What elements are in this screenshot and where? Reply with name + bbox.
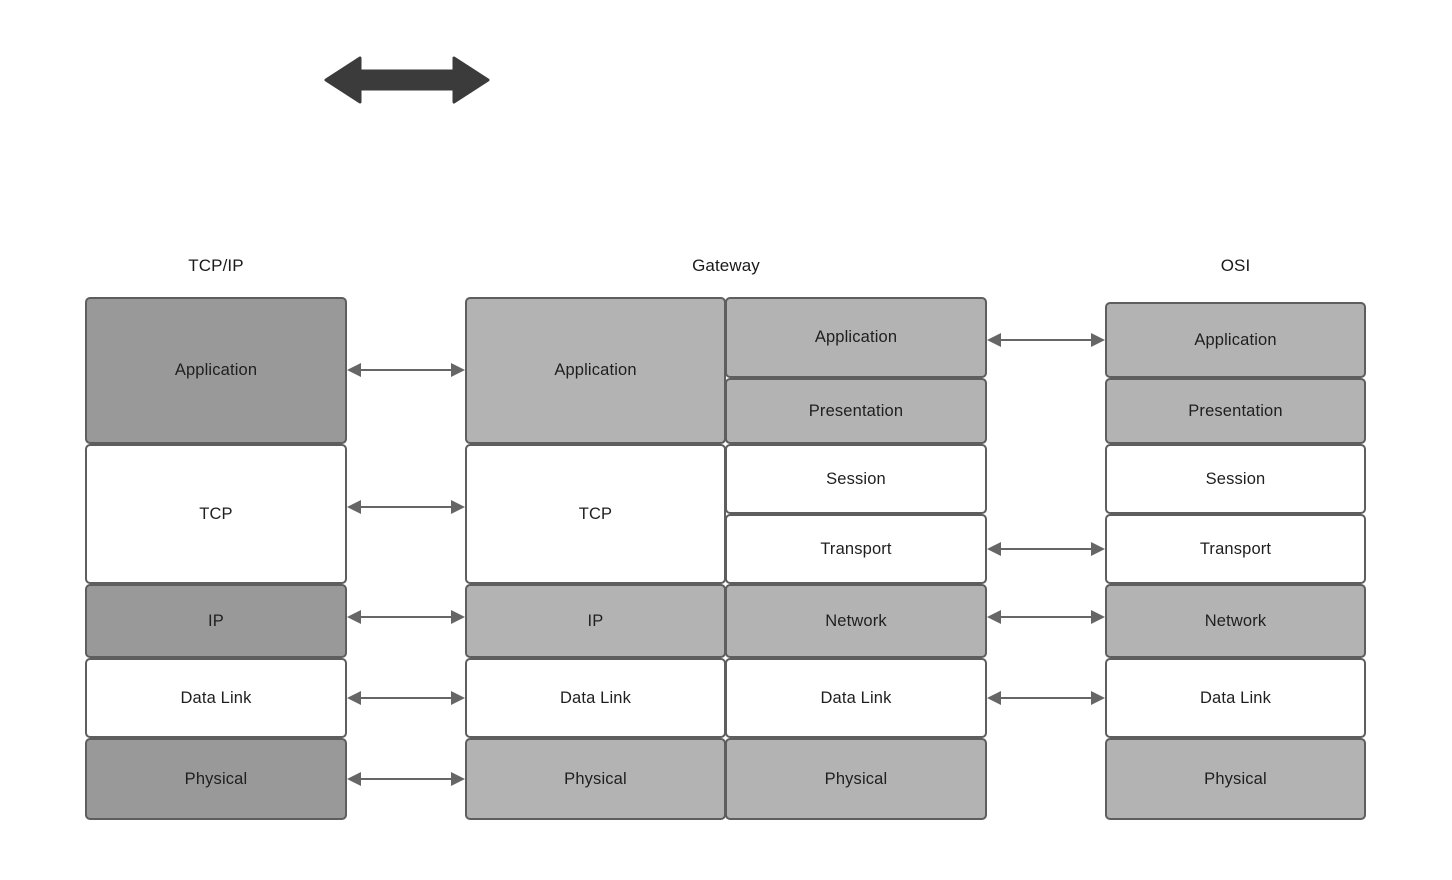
gateway-right-layer-physical[interactable]: Physical	[725, 738, 987, 820]
arrowhead-right-icon	[1091, 691, 1105, 705]
arrowhead-left-icon	[347, 610, 361, 624]
gateway-left-layer-physical[interactable]: Physical	[465, 738, 726, 820]
arrow-shaft	[996, 548, 1096, 550]
gateway-right-layer-network[interactable]: Network	[725, 584, 987, 658]
layer-label: Network	[825, 611, 887, 630]
layer-label: TCP	[199, 504, 233, 523]
osi-layer-application[interactable]: Application	[1105, 302, 1366, 378]
column-title-tcpip: TCP/IP	[188, 256, 244, 275]
layer-label: Network	[1204, 611, 1267, 630]
tcpip-layer-data-link[interactable]: Data Link	[85, 658, 347, 738]
osi-layer-data-link[interactable]: Data Link	[1105, 658, 1366, 738]
tcpip-layer-application[interactable]: Application	[85, 297, 347, 444]
connector-gateway-osi-application	[987, 330, 1105, 350]
osi-layer-session[interactable]: Session	[1105, 444, 1366, 514]
arrow-shaft	[996, 616, 1096, 618]
connector-tcpip-gateway-ip	[347, 607, 465, 627]
connector-tcpip-gateway-physical	[347, 769, 465, 789]
gateway-right-layer-session[interactable]: Session	[725, 444, 987, 514]
layer-label: Physical	[184, 769, 248, 788]
layer-label: Physical	[564, 769, 627, 788]
arrowhead-right-icon	[451, 691, 465, 705]
arrow-shaft	[356, 369, 456, 371]
arrowhead-right-icon	[451, 500, 465, 514]
layer-label: Data Link	[820, 688, 892, 707]
arrowhead-left-icon	[987, 333, 1001, 347]
layer-label: TCP	[578, 504, 613, 523]
arrow-shaft	[996, 697, 1096, 699]
layer-label: Physical	[1204, 769, 1267, 788]
layer-label: Data Link	[559, 688, 632, 707]
arrowhead-right-icon	[1091, 542, 1105, 556]
arrowhead-left-icon	[347, 363, 361, 377]
connector-gateway-osi-transport	[987, 539, 1105, 559]
arrow-shaft	[356, 778, 456, 780]
layer-label: Data Link	[180, 688, 252, 707]
layer-label: Transport	[1199, 539, 1272, 558]
layer-label: Presentation	[808, 401, 904, 420]
layer-label: Application	[1194, 330, 1277, 349]
gateway-left-layer-tcp[interactable]: TCP	[465, 444, 726, 584]
osi-layer-presentation[interactable]: Presentation	[1105, 378, 1366, 444]
layer-label: Transport	[820, 539, 892, 558]
arrowhead-right-icon	[1091, 333, 1105, 347]
tcpip-layer-physical[interactable]: Physical	[85, 738, 347, 820]
gateway-right-layer-presentation[interactable]: Presentation	[725, 378, 987, 444]
arrowhead-left-icon	[347, 500, 361, 514]
column-title-osi: OSI	[1220, 256, 1251, 275]
osi-layer-physical[interactable]: Physical	[1105, 738, 1366, 820]
arrowhead-left-icon	[987, 542, 1001, 556]
layer-label: Application	[814, 328, 898, 347]
gateway-right-layer-application[interactable]: Application	[725, 297, 987, 378]
gateway-left-layer-application[interactable]: Application	[465, 297, 726, 444]
osi-layer-transport[interactable]: Transport	[1105, 514, 1366, 584]
arrowhead-left-icon	[987, 691, 1001, 705]
gateway-left-layer-ip[interactable]: IP	[465, 584, 726, 658]
layer-label: Session	[1205, 469, 1266, 488]
layer-label: Session	[826, 469, 886, 488]
layer-label: Presentation	[1188, 401, 1283, 420]
layer-label: Physical	[824, 769, 888, 788]
connector-gateway-osi-network	[987, 607, 1105, 627]
bidirectional-arrow-icon	[324, 56, 490, 104]
arrow-shaft	[996, 339, 1096, 341]
connector-tcpip-gateway-data-link	[347, 688, 465, 708]
connector-tcpip-gateway-tcp	[347, 497, 465, 517]
arrow-shaft	[356, 697, 456, 699]
arrow-shaft	[356, 616, 456, 618]
gateway-right-layer-data-link[interactable]: Data Link	[725, 658, 987, 738]
gateway-left-layer-data-link[interactable]: Data Link	[465, 658, 726, 738]
layer-label: Application	[554, 361, 637, 380]
arrowhead-right-icon	[451, 610, 465, 624]
arrowhead-right-icon	[1091, 610, 1105, 624]
tcpip-layer-ip[interactable]: IP	[85, 584, 347, 658]
layer-label: Application	[174, 361, 258, 380]
tcpip-layer-tcp[interactable]: TCP	[85, 444, 347, 584]
arrowhead-left-icon	[987, 610, 1001, 624]
column-title-gateway: Gateway	[692, 256, 760, 275]
arrowhead-left-icon	[347, 691, 361, 705]
layer-label: IP	[587, 611, 604, 630]
connector-tcpip-gateway-application	[347, 360, 465, 380]
connector-gateway-osi-data-link	[987, 688, 1105, 708]
layer-label: IP	[208, 611, 224, 630]
layer-label: Data Link	[1199, 688, 1272, 707]
arrowhead-right-icon	[451, 772, 465, 786]
arrowhead-right-icon	[451, 363, 465, 377]
osi-layer-network[interactable]: Network	[1105, 584, 1366, 658]
arrowhead-left-icon	[347, 772, 361, 786]
gateway-right-layer-transport[interactable]: Transport	[725, 514, 987, 584]
arrow-shaft	[356, 506, 456, 508]
